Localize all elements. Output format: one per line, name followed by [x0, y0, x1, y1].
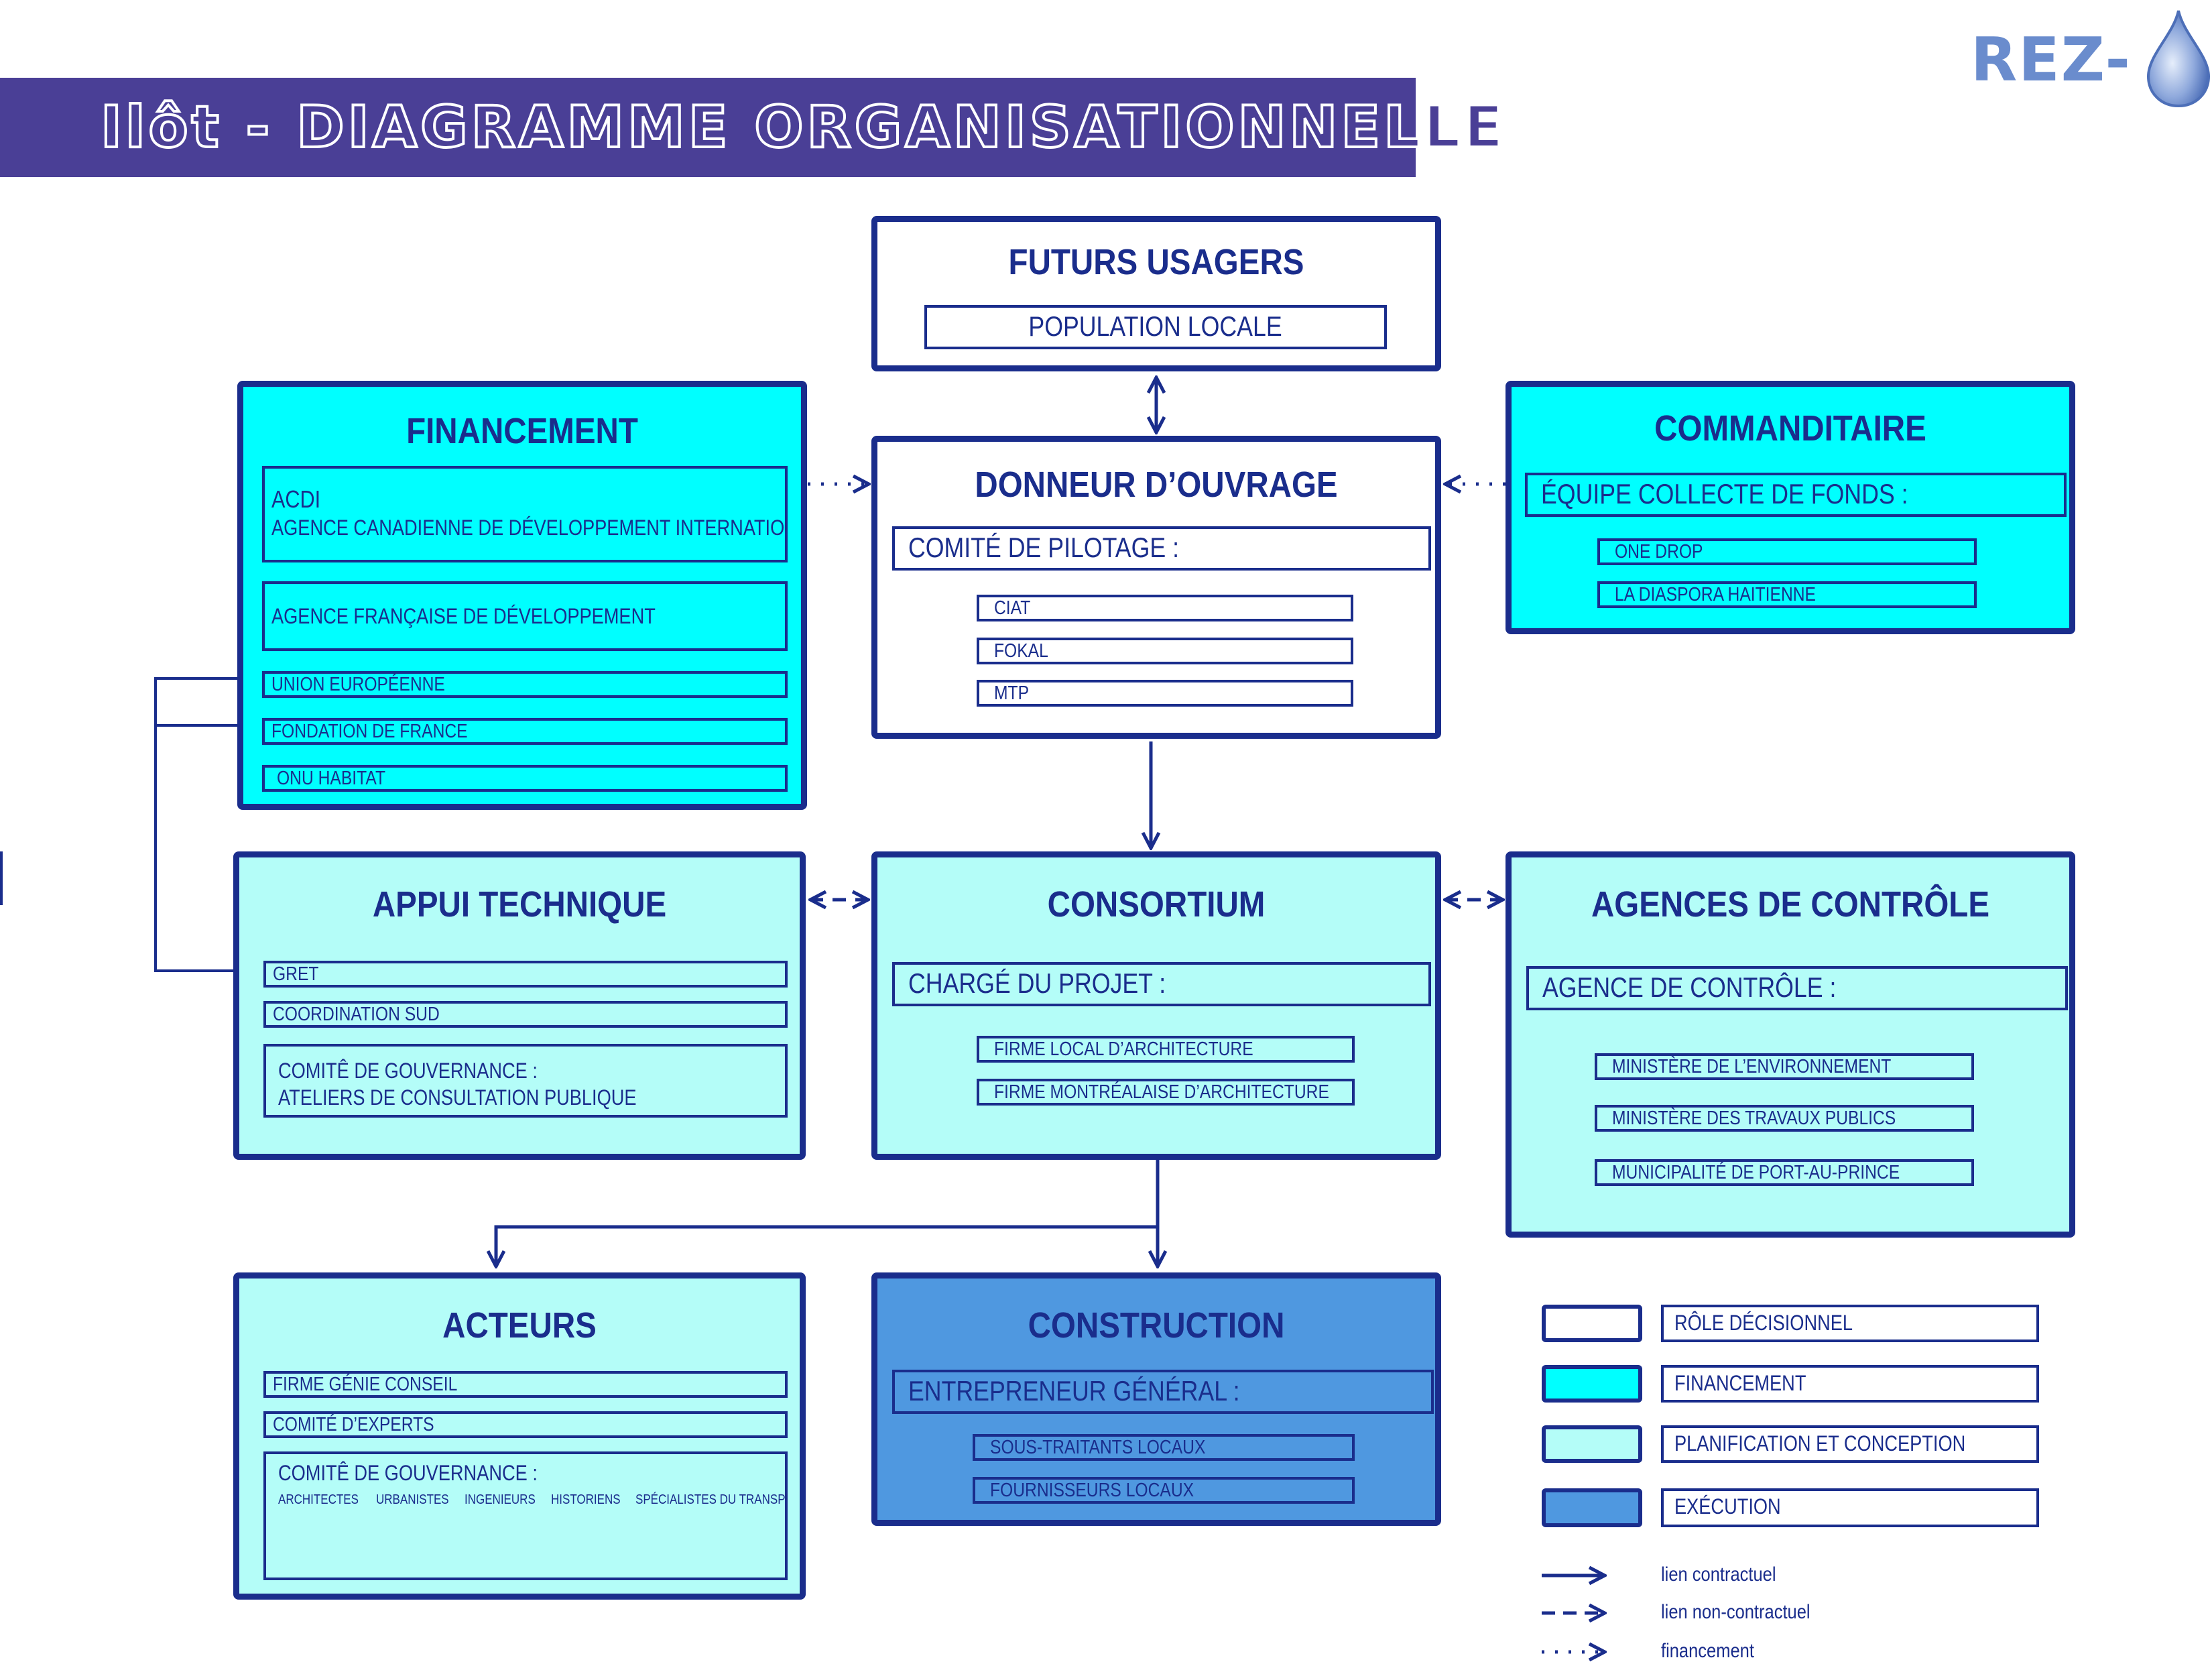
box-title: CONSTRUCTION	[1028, 1305, 1285, 1346]
field-charge-projet: CHARGÉ DU PROJET :	[892, 962, 1431, 1006]
link-financement-gret	[154, 677, 260, 971]
box-title: DONNEUR D’OUVRAGE	[975, 465, 1338, 505]
box-financement: FINANCEMENT ACDI AGENCE CANADIENNE DE DÉ…	[237, 381, 807, 810]
legend-swatch-financement	[1542, 1365, 1642, 1403]
link-to-acteurs	[496, 1225, 1158, 1267]
legend-swatch-planification	[1542, 1425, 1642, 1463]
legend-label-financement: FINANCEMENT	[1661, 1365, 2039, 1403]
legend-label-planification: PLANIFICATION ET CONCEPTION	[1661, 1425, 2039, 1463]
field-firme-montrealaise: FIRME MONTRÉALAISE D’ARCHITECTURE	[977, 1079, 1355, 1106]
field-comite-experts: COMITÉ D’EXPERTS	[263, 1411, 788, 1438]
field-comite-gouvernance: COMITÊ DE GOUVERNANCE : ATELIERS DE CONS…	[263, 1044, 788, 1118]
field-acdi: ACDI AGENCE CANADIENNE DE DÉVELOPPEMENT …	[262, 466, 788, 562]
field-fokal: FOKAL	[977, 638, 1353, 664]
field-union-europeenne: UNION EUROPÉENNE	[262, 671, 788, 698]
field-fondation-de-france: FONDATION DE FRANCE	[262, 718, 788, 745]
title-banner	[0, 78, 1416, 177]
legend-swatch-decisionnel	[1542, 1305, 1642, 1342]
field-diaspora: LA DIASPORA HAITIENNE	[1597, 581, 1977, 608]
field-fournisseurs: FOURNISSEURS LOCAUX	[973, 1477, 1355, 1504]
field-mtp: MTP	[977, 680, 1353, 707]
field-firme-genie: FIRME GÉNIE CONSEIL	[263, 1371, 788, 1398]
field-firme-local: FIRME LOCAL D’ARCHITECTURE	[977, 1036, 1355, 1063]
box-title: CONSORTIUM	[1047, 884, 1266, 925]
field-entrepreneur-general: ENTREPRENEUR GÉNÉRAL :	[892, 1370, 1434, 1414]
legend-text-non-contractuel: lien non-contractuel	[1661, 1601, 1810, 1623]
field-ministere-travaux: MINISTÈRE DES TRAVAUX PUBLICS	[1595, 1105, 1974, 1132]
box-acteurs: ACTEURS FIRME GÉNIE CONSEIL COMITÉ D’EXP…	[233, 1272, 806, 1600]
legend-label-decisionnel: RÔLE DÉCISIONNEL	[1661, 1305, 2039, 1342]
box-title: AGENCES DE CONTRÔLE	[1591, 884, 1990, 925]
field-one-drop: ONE DROP	[1597, 538, 1977, 565]
logo-text: REZ-	[1971, 25, 2132, 95]
field-coordination-sud: COORDINATION SUD	[263, 1001, 788, 1028]
field-population: POPULATION LOCALE	[924, 305, 1387, 349]
water-drop-icon	[2146, 10, 2211, 108]
legend-text-contractuel: lien contractuel	[1661, 1563, 1776, 1586]
gov-members-list: ARCHITECTES URBANISTES INGENIEURS HISTOR…	[278, 1492, 786, 1507]
legend-text-financement: financement	[1661, 1640, 1754, 1662]
box-appui-technique: APPUI TECHNIQUE GRET COORDINATION SUD CO…	[233, 851, 806, 1160]
box-title: ACTEURS	[442, 1305, 597, 1346]
legend-label-execution: EXÉCUTION	[1661, 1488, 2039, 1527]
field-ministere-environnement: MINISTÈRE DE L’ENVIRONNEMENT	[1595, 1053, 1974, 1080]
field-onu-habitat: ONU HABITAT	[262, 765, 788, 792]
box-title: FUTURS USAGERS	[1008, 242, 1304, 282]
box-commanditaire: COMMANDITAIRE ÉQUIPE COLLECTE DE FONDS :…	[1506, 381, 2075, 634]
field-equipe-collecte: ÉQUIPE COLLECTE DE FONDS :	[1525, 473, 2067, 517]
field-comite-gouvernance-acteurs: COMITÊ DE GOUVERNANCE : ARCHITECTES URBA…	[263, 1451, 788, 1580]
field-afd: AGENCE FRANÇAISE DE DÉVELOPPEMENT	[262, 581, 788, 651]
field-municipalite: MUNICIPALITÉ DE PORT-AU-PRINCE	[1595, 1159, 1974, 1186]
legend-swatch-execution	[1542, 1488, 1642, 1527]
box-agences-controle: AGENCES DE CONTRÔLE AGENCE DE CONTRÔLE :…	[1506, 851, 2075, 1238]
edge-mark	[0, 851, 3, 905]
box-construction: CONSTRUCTION ENTREPRENEUR GÉNÉRAL : SOUS…	[871, 1272, 1441, 1526]
field-comite-pilotage: COMITÉ DE PILOTAGE :	[892, 526, 1431, 571]
box-donneur-ouvrage: DONNEUR D’OUVRAGE COMITÉ DE PILOTAGE : C…	[871, 436, 1441, 739]
field-ciat: CIAT	[977, 595, 1353, 621]
field-agence-controle: AGENCE DE CONTRÔLE :	[1526, 966, 2068, 1010]
box-futurs-usagers: FUTURS USAGERS POPULATION LOCALE	[871, 216, 1441, 371]
field-sous-traitants: SOUS-TRAITANTS LOCAUX	[973, 1434, 1355, 1461]
box-title: FINANCEMENT	[406, 411, 638, 451]
box-title: COMMANDITAIRE	[1654, 408, 1926, 449]
field-gret: GRET	[263, 961, 788, 988]
box-title: APPUI TECHNIQUE	[372, 884, 667, 925]
page-title: Ilôt - DIAGRAMME ORGANISATIONNELLE	[99, 93, 1507, 162]
box-consortium: CONSORTIUM CHARGÉ DU PROJET : FIRME LOCA…	[871, 851, 1441, 1160]
